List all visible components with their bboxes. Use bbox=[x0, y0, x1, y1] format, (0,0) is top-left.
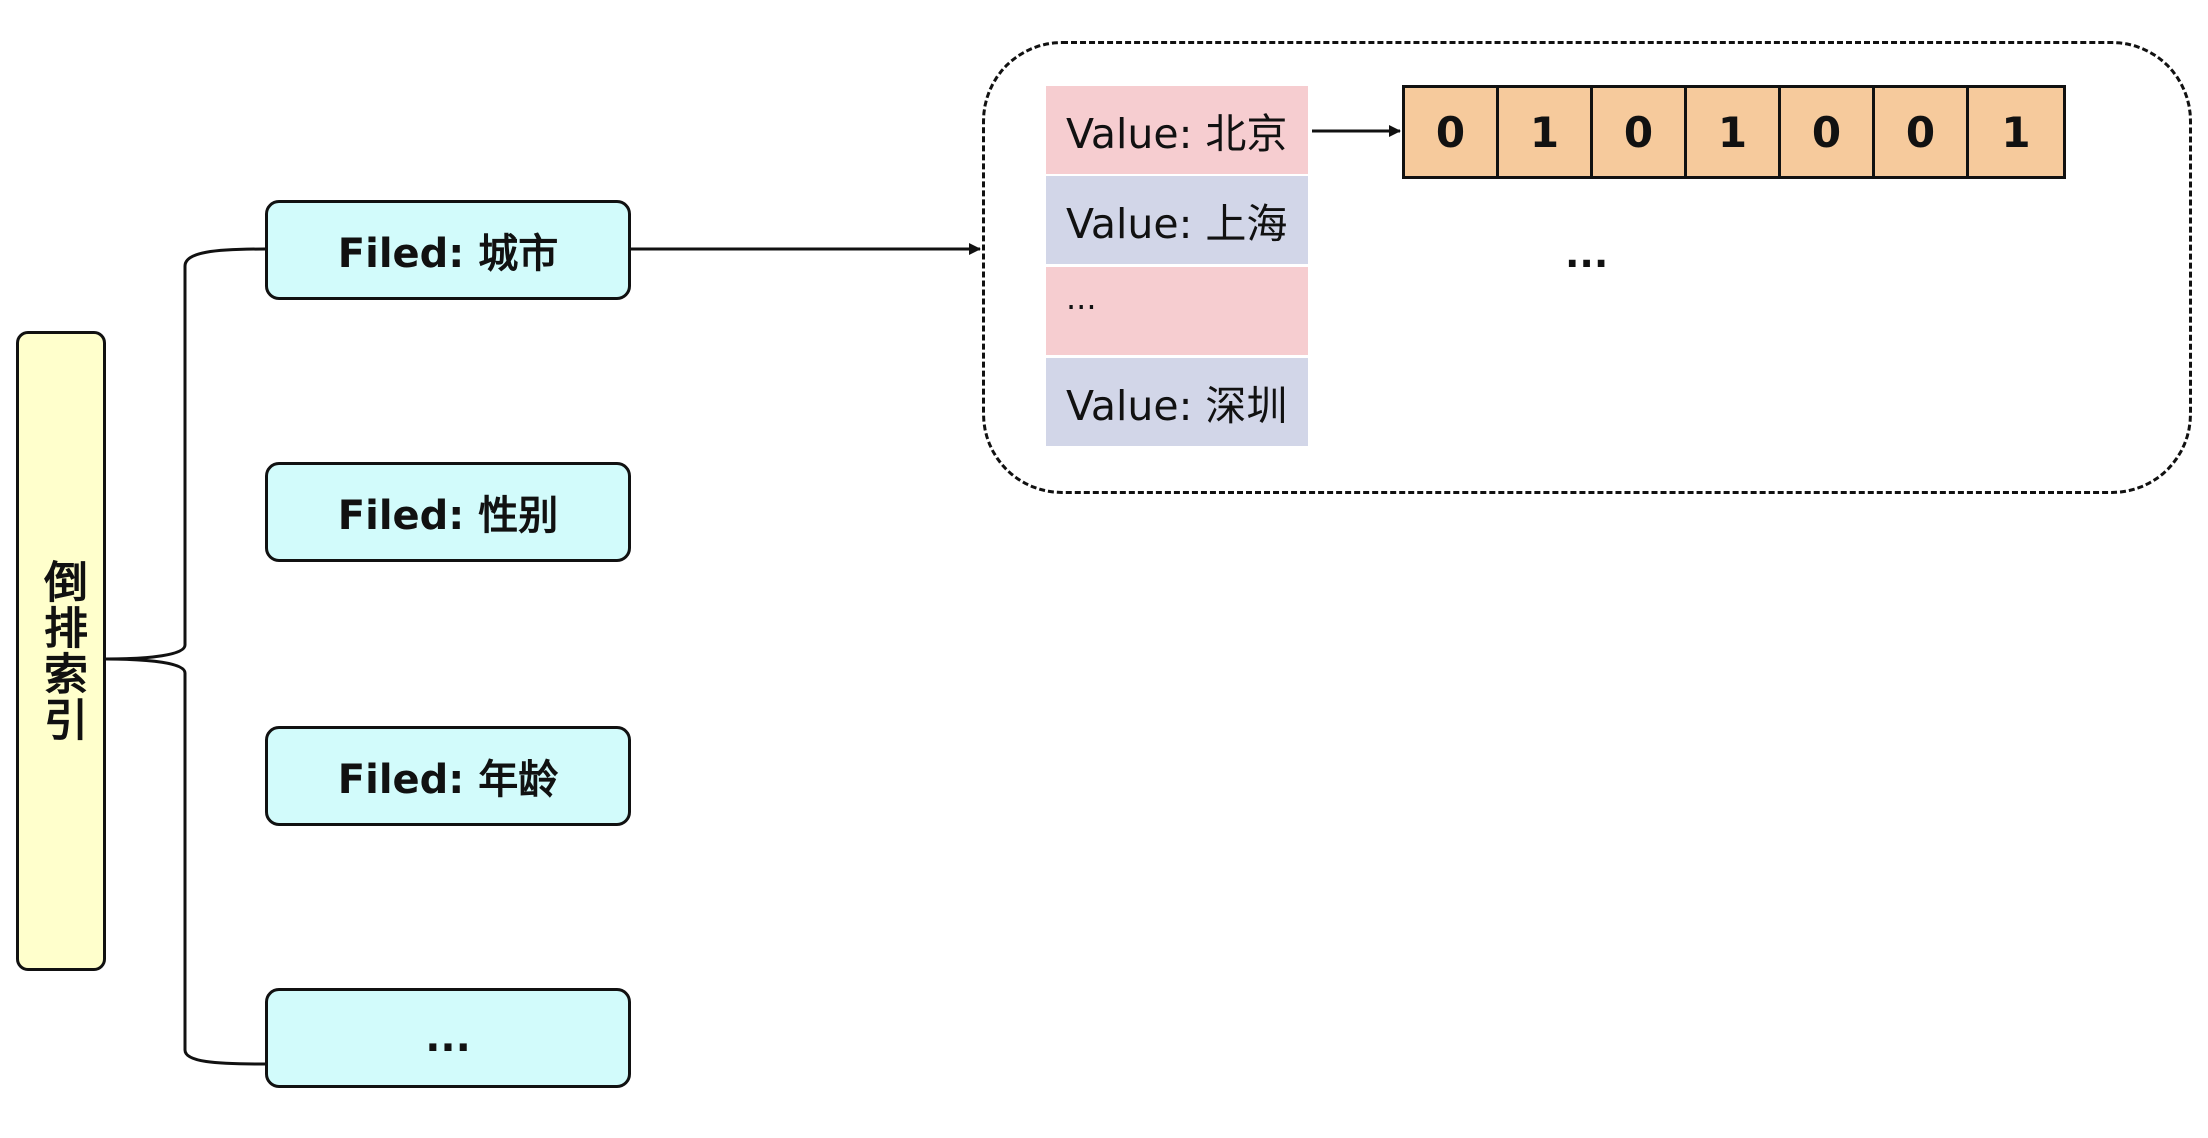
bitmap-cell: 0 bbox=[1875, 88, 1969, 176]
field-label: Filed: 性别 bbox=[337, 493, 559, 539]
bitmap-cell: 0 bbox=[1593, 88, 1687, 176]
root-label: 倒排索引 bbox=[36, 559, 87, 743]
bitmap: 0 1 0 1 0 0 1 bbox=[1402, 85, 2066, 179]
value-group-container bbox=[982, 41, 2192, 494]
value-row-beijing: Value: 北京 bbox=[1046, 86, 1308, 174]
brace-connector bbox=[105, 247, 266, 661]
value-row-shenzhen: Value: 深圳 bbox=[1046, 358, 1308, 446]
field-label: Filed: 城市 bbox=[337, 231, 559, 277]
value-row-ellipsis: ... bbox=[1046, 267, 1308, 355]
field-more-node: ... bbox=[265, 988, 631, 1088]
bitmap-cell: 1 bbox=[1687, 88, 1781, 176]
field-label: ... bbox=[425, 1015, 471, 1061]
field-gender-node: Filed: 性别 bbox=[265, 462, 631, 562]
field-label: Filed: 年龄 bbox=[337, 757, 559, 803]
bitmap-cell: 1 bbox=[1499, 88, 1593, 176]
bitmap-cell: 0 bbox=[1405, 88, 1499, 176]
field-city-node: Filed: 城市 bbox=[265, 200, 631, 300]
bitmap-cell: 1 bbox=[2001, 107, 2031, 157]
value-row-shanghai: Value: 上海 bbox=[1046, 176, 1308, 264]
field-age-node: Filed: 年龄 bbox=[265, 726, 631, 826]
bitmap-cell: 0 bbox=[1781, 88, 1875, 176]
more-bitmaps-ellipsis: ... bbox=[1565, 232, 1609, 276]
inverted-index-root: 倒排索引 bbox=[16, 331, 106, 971]
brace-connector-lower bbox=[105, 657, 266, 1066]
